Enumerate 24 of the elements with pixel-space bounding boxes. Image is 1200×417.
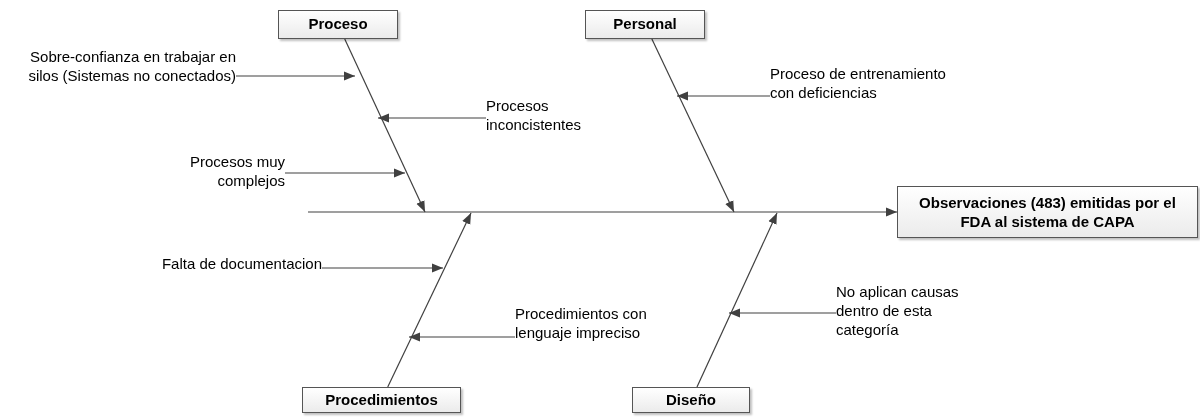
arrow [728,308,837,318]
cause-label: Procesos muy complejos [140,152,285,190]
category-box: Personal [585,10,705,39]
arrow [696,212,778,388]
category-box: Proceso [278,10,398,39]
effect-box: Observaciones (483) emitidas por el FDA al sistema de CAPA [897,186,1198,238]
spine-arrow [307,207,898,217]
cause-label: Sobre-confianza en trabajar en silos (Sistemas no conectados) [0,47,236,85]
category-box: Procedimientos [302,387,461,413]
arrow [676,91,771,101]
arrow [235,71,356,81]
arrow [651,38,735,213]
arrow [284,168,406,178]
cause-label: Procedimientos con lenguaje impreciso [515,304,655,342]
cause-label: Procesos inconcistentes [486,96,616,134]
arrow [321,263,444,273]
cause-label: Falta de documentacion [140,254,322,273]
cause-label: No aplican causas dentro de esta categoría [836,282,986,339]
arrow [408,332,516,342]
category-box: Diseño [632,387,750,413]
arrow [344,38,426,213]
cause-label: Proceso de entrenamiento con deficiencias [770,64,950,102]
arrow [387,212,472,388]
arrow [377,113,487,123]
